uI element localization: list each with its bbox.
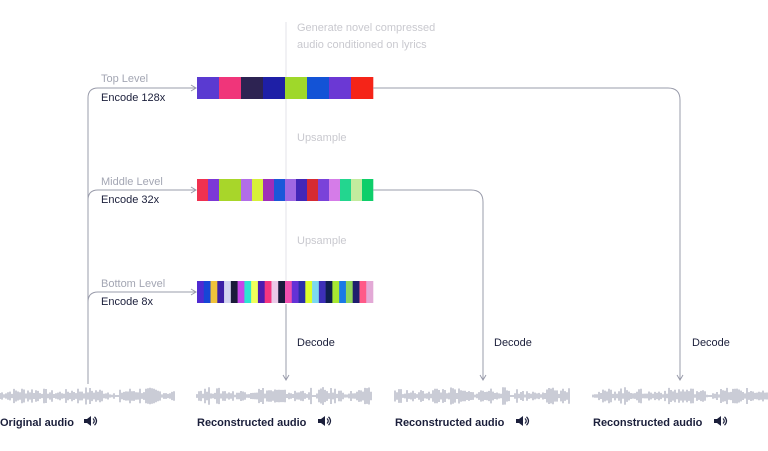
encode-arrowhead-bottom xyxy=(190,288,197,296)
waveform-trace xyxy=(0,387,175,405)
decode-arrowhead-top xyxy=(676,374,684,381)
token-cell xyxy=(345,281,353,303)
token-cell xyxy=(329,77,352,99)
token-cell xyxy=(237,281,245,303)
token-cell xyxy=(252,179,264,201)
token-cell xyxy=(219,179,231,201)
token-cell xyxy=(257,281,265,303)
waveform-trace xyxy=(196,387,372,405)
token-cell xyxy=(264,281,272,303)
speaker-icon[interactable] xyxy=(714,416,728,426)
reconstructed-audio-waveform-middle xyxy=(394,387,570,405)
token-cell xyxy=(274,179,286,201)
token-cell xyxy=(329,179,341,201)
token-cell xyxy=(219,77,242,99)
token-cell xyxy=(285,281,293,303)
token-cell xyxy=(366,281,374,303)
top-level-encode-label: Encode 128x xyxy=(101,92,166,104)
bottom-level-token-strip xyxy=(197,281,374,303)
reconstructed-audio-waveform-top xyxy=(592,387,768,405)
middle-level-token-strip xyxy=(197,179,374,201)
token-cell xyxy=(296,179,308,201)
decode-connector-middle xyxy=(373,189,484,379)
token-cell xyxy=(197,179,209,201)
token-cell xyxy=(318,281,326,303)
encode-arrowhead-middle xyxy=(190,186,197,194)
middle-level-label: Middle Level xyxy=(101,176,163,188)
token-cell xyxy=(291,281,299,303)
token-cell xyxy=(339,281,347,303)
token-cell xyxy=(210,281,218,303)
reconstructed-audio-waveform-bottom xyxy=(196,387,372,405)
decode-label-top: Decode xyxy=(692,337,730,349)
upsample-label-top-to-middle: Upsample xyxy=(297,132,347,144)
encode-connector-top xyxy=(87,87,196,384)
token-cell xyxy=(351,77,374,99)
token-cell xyxy=(312,281,320,303)
token-cell xyxy=(285,77,308,99)
token-cell xyxy=(318,179,330,201)
token-cell xyxy=(224,281,232,303)
token-cell xyxy=(359,281,367,303)
token-cell xyxy=(352,281,360,303)
token-cell xyxy=(307,179,319,201)
token-cell xyxy=(197,77,220,99)
bottom-level-encode-label: Encode 8x xyxy=(101,296,153,308)
upsample-label-middle-to-bottom: Upsample xyxy=(297,235,347,247)
reconstructed-audio-caption-middle: Reconstructed audio xyxy=(395,417,505,429)
waveform-trace xyxy=(394,387,570,405)
token-cell xyxy=(362,179,374,201)
original-audio-caption: Original audio xyxy=(0,417,74,429)
token-cell xyxy=(244,281,252,303)
encode-connector-bottom xyxy=(87,291,196,303)
decode-label-middle: Decode xyxy=(494,337,532,349)
top-level-token-strip xyxy=(197,77,374,99)
bottom-level-label: Bottom Level xyxy=(101,278,165,290)
waveform-trace xyxy=(592,387,768,405)
token-cell xyxy=(278,281,286,303)
middle-level-encode-label: Encode 32x xyxy=(101,194,160,206)
token-cell xyxy=(230,179,242,201)
token-cell xyxy=(217,281,225,303)
token-cell xyxy=(197,281,205,303)
decode-arrowhead-bottom xyxy=(282,374,290,381)
reconstructed-audio-caption-bottom: Reconstructed audio xyxy=(197,417,307,429)
token-cell xyxy=(305,281,313,303)
speaker-icon[interactable] xyxy=(516,416,530,426)
token-cell xyxy=(208,179,220,201)
token-cell xyxy=(241,179,253,201)
token-cell xyxy=(241,77,264,99)
token-cell xyxy=(263,77,286,99)
decode-connector-top xyxy=(373,87,681,379)
encode-connector-middle xyxy=(87,189,196,201)
speaker-icon[interactable] xyxy=(84,416,98,426)
token-cell xyxy=(351,179,363,201)
token-cell xyxy=(307,77,330,99)
top-level-label: Top Level xyxy=(101,73,148,85)
token-cell xyxy=(325,281,333,303)
token-cell xyxy=(230,281,238,303)
token-cell xyxy=(298,281,306,303)
token-cell xyxy=(340,179,352,201)
token-cell xyxy=(332,281,340,303)
token-cell xyxy=(263,179,275,201)
token-cell xyxy=(271,281,279,303)
generate-note-line-1: Generate novel compressed xyxy=(297,22,435,34)
token-cell xyxy=(285,179,297,201)
encode-arrowhead-top xyxy=(190,84,197,92)
generate-note-line-2: audio conditioned on lyrics xyxy=(297,39,427,51)
reconstructed-audio-caption-top: Reconstructed audio xyxy=(593,417,703,429)
token-cell xyxy=(203,281,211,303)
speaker-icon[interactable] xyxy=(318,416,332,426)
decode-label-bottom: Decode xyxy=(297,337,335,349)
token-cell xyxy=(251,281,259,303)
original-audio-waveform xyxy=(0,387,175,405)
decode-arrowhead-middle xyxy=(479,374,487,381)
